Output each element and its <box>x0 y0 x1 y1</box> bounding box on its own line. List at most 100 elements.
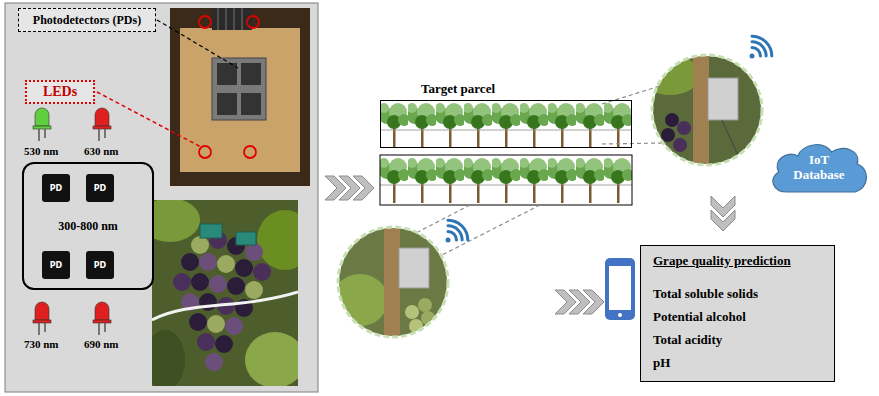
field-sensor-photo <box>650 55 765 165</box>
sensor-photo <box>212 8 252 30</box>
callout-box: Photodetectors (PDs) <box>18 8 156 32</box>
sensor-photo <box>234 8 235 30</box>
field-sensor-photo <box>399 248 429 288</box>
prediction-box: Grape quality predictionTotal soluble so… <box>640 245 835 382</box>
node-title: Photodetectors (PDs) <box>33 13 141 28</box>
grape-photo <box>257 210 298 270</box>
leader-lines <box>157 20 238 68</box>
node-title: PD <box>94 261 107 270</box>
wavelength-label: 690 nm <box>84 338 119 350</box>
phone-icon <box>605 258 635 320</box>
node-title: 300-800 nm <box>24 219 152 234</box>
zoom-lines <box>416 205 470 233</box>
wavelength-label: 530 nm <box>24 145 59 157</box>
grape-photo <box>152 292 298 320</box>
led-symbols <box>93 108 111 141</box>
sensor-photo <box>244 146 256 158</box>
wifi-symbol <box>446 216 472 242</box>
field-sensor-photo <box>661 128 675 142</box>
sensor-photo <box>242 8 243 30</box>
grape-photo <box>245 332 298 386</box>
grape-photo <box>152 330 185 386</box>
node-title: LEDs <box>43 84 77 100</box>
vineyard-rows <box>380 155 632 205</box>
vineyard-row: Target parcel <box>380 100 632 148</box>
photodetector-chip: PD <box>86 174 114 202</box>
grape-photo <box>197 333 215 351</box>
sensor-photo <box>170 8 310 186</box>
grape-photo <box>191 273 209 291</box>
vineyard-rows <box>380 100 632 148</box>
zoom-circle <box>338 227 448 337</box>
sensor-photo <box>247 16 259 28</box>
node-title: PD <box>94 184 107 193</box>
wifi-symbol <box>750 32 776 58</box>
field-sensor-photo <box>677 121 691 135</box>
grape-photo <box>209 275 227 293</box>
zoom-lines <box>416 86 664 256</box>
sensor-photo <box>199 146 211 158</box>
node-title: IoT Database <box>786 153 852 183</box>
field-sensor-photo <box>405 305 419 319</box>
callout-box: LEDs <box>25 80 95 104</box>
field-sensor-photo <box>708 78 738 120</box>
grape-photo <box>207 315 225 333</box>
phone-icon <box>618 313 622 317</box>
node-item: Potential alcohol <box>653 305 746 328</box>
sensor-photo <box>199 16 211 28</box>
grape-photo <box>215 335 233 353</box>
chevron-arrows <box>353 176 374 200</box>
led-symbols <box>93 302 111 335</box>
cloud-outline <box>773 145 867 192</box>
grape-photo <box>217 255 235 273</box>
grape-photo <box>225 317 243 335</box>
leader-lines <box>97 20 238 147</box>
node-title: PD <box>50 184 63 193</box>
node-title: Grape quality prediction <box>653 252 791 270</box>
field-sensor-photo <box>384 227 400 339</box>
chevron-arrows <box>583 290 604 314</box>
node-item: Total soluble solids <box>653 282 758 305</box>
node-item: pH <box>653 351 670 374</box>
chevron-arrows <box>711 210 735 231</box>
sensor-photo <box>241 63 261 85</box>
zoom-circle <box>652 55 762 165</box>
grape-photo <box>227 277 245 295</box>
field-sensor-photo <box>693 55 709 165</box>
photodetector-chip: PD <box>86 251 114 279</box>
sensor-photo <box>217 63 237 85</box>
grape-photo <box>152 200 200 242</box>
node-title: PD <box>50 261 63 270</box>
sensor-photo <box>212 58 266 120</box>
leader-lines <box>97 92 201 147</box>
vineyard-rows <box>380 100 632 205</box>
node-title: Target parcel <box>421 81 495 97</box>
led-symbols <box>33 302 51 335</box>
grape-photo <box>205 353 223 371</box>
sensor-photo <box>180 28 300 172</box>
grape-photo <box>235 259 253 277</box>
grape-photo <box>245 243 263 261</box>
cloud-database: IoT Database <box>766 138 872 198</box>
sensor-photo <box>226 8 227 30</box>
grape-photo <box>245 281 263 299</box>
left-panel <box>5 3 318 392</box>
field-sensor-photo <box>673 138 687 152</box>
phone-icon <box>609 266 631 310</box>
sensor-photo <box>241 93 261 115</box>
grape-photo <box>199 253 217 271</box>
photodetector-chip: PD <box>42 174 70 202</box>
sensor-photo <box>170 8 310 186</box>
photodetector-chip: PD <box>42 251 70 279</box>
grape-photo <box>253 263 271 281</box>
grape-photo <box>152 200 298 386</box>
photodetector-array: 300-800 nm PD PD PD PD <box>22 162 154 290</box>
field-sensor-photo <box>722 120 740 160</box>
wifi-symbol <box>446 32 776 242</box>
field-sensor-photo <box>418 298 432 312</box>
zoom-lines <box>602 143 664 144</box>
wavelength-label: 730 nm <box>24 338 59 350</box>
node-item: Total acidity <box>653 328 722 351</box>
grape-photo <box>191 236 209 254</box>
